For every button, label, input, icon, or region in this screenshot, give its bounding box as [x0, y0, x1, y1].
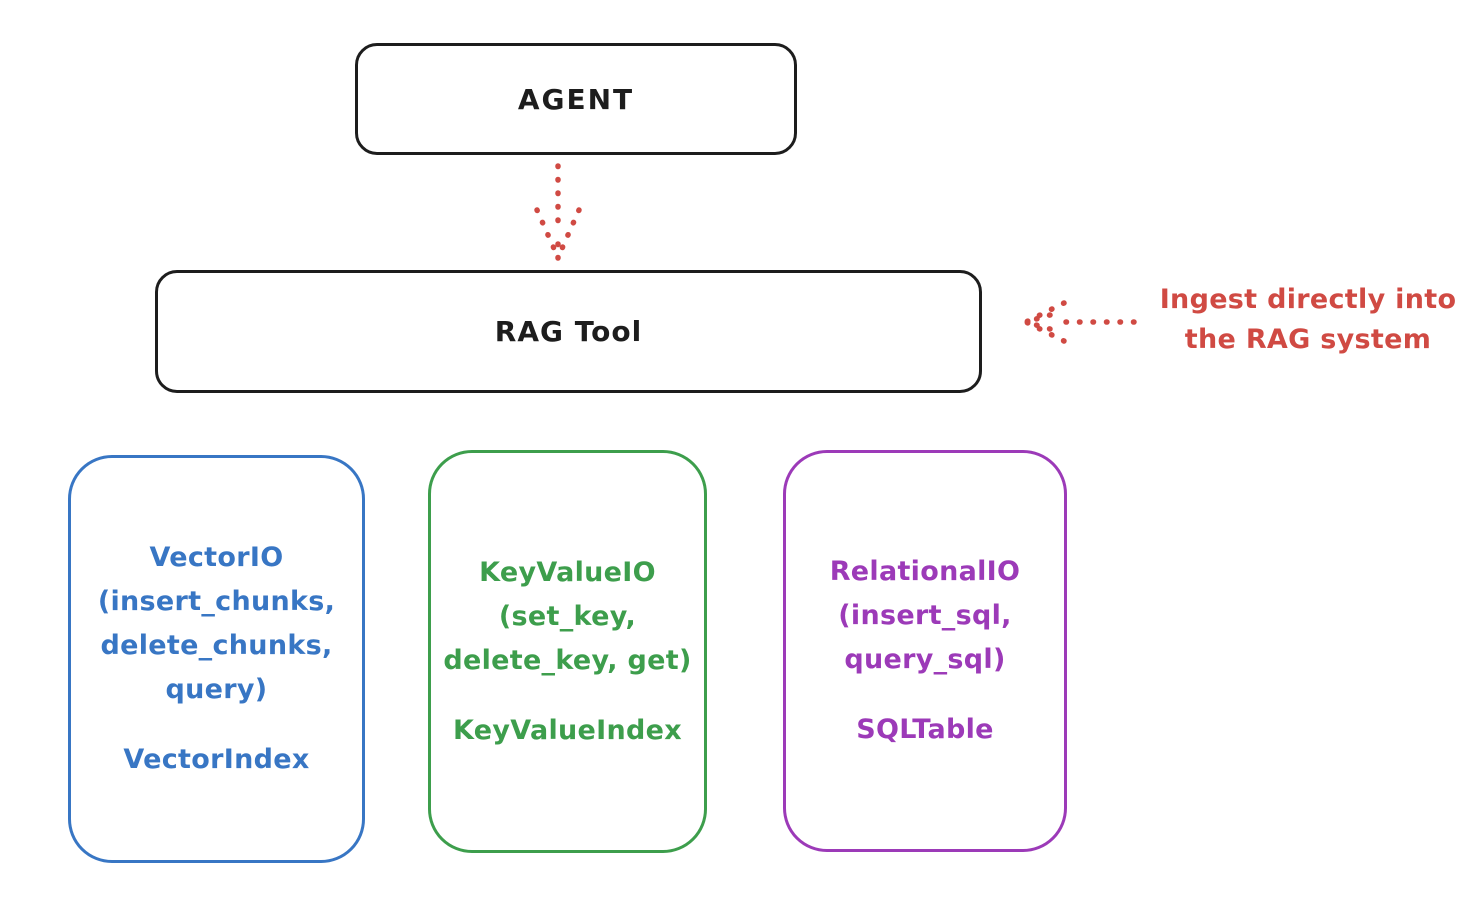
vector-io-node: VectorIO (insert_chunks, delete_chunks, …: [68, 455, 365, 863]
relational-io-operations: RelationalIO (insert_sql, query_sql): [829, 556, 1021, 675]
rag-tool-node: RAG Tool: [155, 270, 982, 393]
vector-index-label: VectorIndex: [123, 744, 310, 775]
ingest-annotation: Ingest directly into the RAG system: [1159, 284, 1457, 355]
arrow-inner-bottom: [1023, 319, 1053, 332]
arrow-wing-right: [557, 207, 582, 256]
agent-label: AGENT: [517, 82, 635, 116]
rag-tool-label: RAG Tool: [494, 315, 643, 348]
relational-io-node: RelationalIO (insert_sql, query_sql) SQL…: [783, 450, 1067, 852]
keyvalue-io-operations: KeyValueIO (set_key, delete_key, get): [443, 556, 692, 676]
keyvalue-io-node: KeyValueIO (set_key, delete_key, get) Ke…: [428, 450, 707, 853]
arrow-wing-bottom: [1023, 319, 1067, 344]
agent-to-rag-arrow-icon: [534, 163, 582, 263]
ingest-arrow-icon: [1023, 300, 1137, 344]
arrow-inner-top: [1023, 312, 1053, 325]
keyvalue-index-label: KeyValueIndex: [452, 714, 682, 746]
agent-node: AGENT: [355, 43, 797, 155]
arrow-wing-top: [1023, 300, 1067, 325]
arrow-wing-left: [534, 207, 559, 256]
vector-io-operations: VectorIO (insert_chunks, delete_chunks, …: [97, 542, 336, 705]
sql-table-label: SQLTable: [856, 714, 994, 745]
